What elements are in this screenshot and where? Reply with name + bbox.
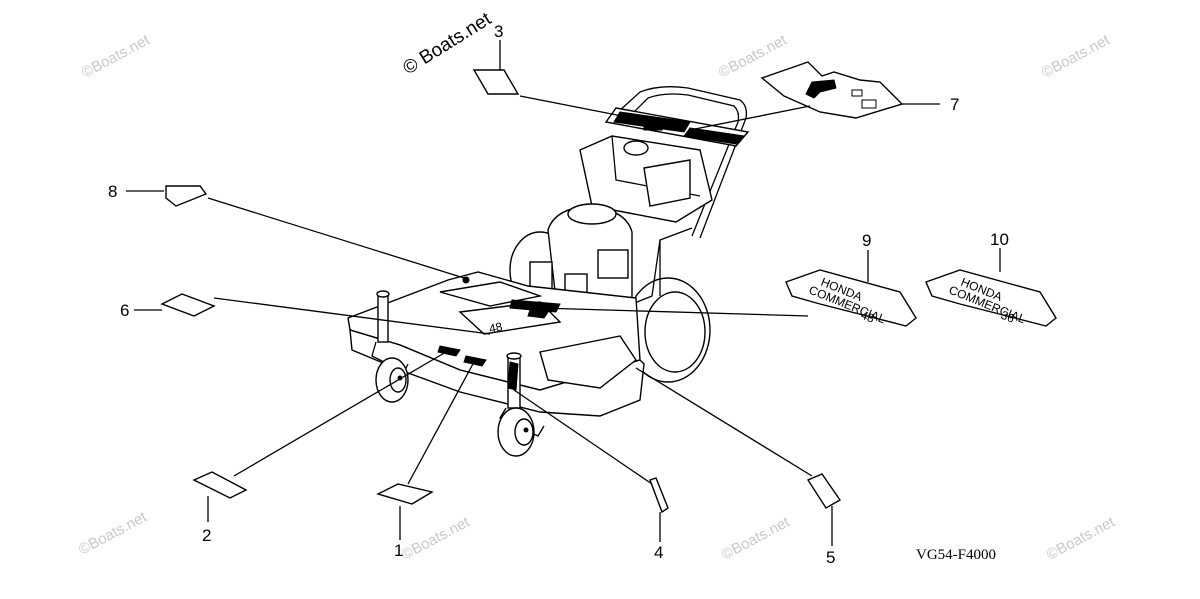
watermark: ©Boats.net <box>1044 513 1118 563</box>
watermark: ©Boats.net <box>76 508 150 558</box>
decal-part-6 <box>160 293 216 317</box>
decal-part-2 <box>192 471 248 499</box>
callout-1: 1 <box>394 541 403 560</box>
emblem-9-size: 48 <box>859 308 877 326</box>
decal-part-8 <box>165 185 208 207</box>
mower-illustration: 48 <box>347 86 750 457</box>
main-watermark: © Boats.net <box>400 8 496 79</box>
decal-part-5 <box>806 473 842 509</box>
deck-logo-text: 48 <box>488 319 504 336</box>
watermark: ©Boats.net <box>399 513 473 563</box>
callout-10: 10 <box>990 230 1009 249</box>
decal-part-1 <box>376 483 434 505</box>
diagram-code: VG54-F4000 <box>916 547 996 563</box>
emblem-part-10: HONDA COMMERCIAL 36 <box>925 269 1057 327</box>
callout-5: 5 <box>826 548 835 567</box>
callout-4: 4 <box>654 543 663 562</box>
callout-3: 3 <box>494 22 503 41</box>
decal-parts: HONDA COMMERCIAL 48 HONDA COMMERCIAL 36 <box>160 61 1057 514</box>
decal-part-3 <box>472 69 520 95</box>
callout-numbers: 3 7 8 6 9 10 2 1 4 5 <box>108 22 1009 567</box>
watermark: ©Boats.net <box>79 31 153 81</box>
callout-6: 6 <box>120 301 129 320</box>
callout-9: 9 <box>862 231 871 250</box>
decal-part-7 <box>760 61 904 119</box>
emblem-part-9: HONDA COMMERCIAL 48 <box>785 269 917 327</box>
leader-lines <box>126 40 1001 546</box>
watermark: ©Boats.net <box>719 513 793 563</box>
watermark: ©Boats.net <box>1039 31 1113 81</box>
callout-2: 2 <box>202 526 211 545</box>
decal-part-4 <box>649 477 669 514</box>
callout-7: 7 <box>950 95 959 114</box>
emblem-10-size: 36 <box>999 308 1017 326</box>
callout-8: 8 <box>108 182 117 201</box>
